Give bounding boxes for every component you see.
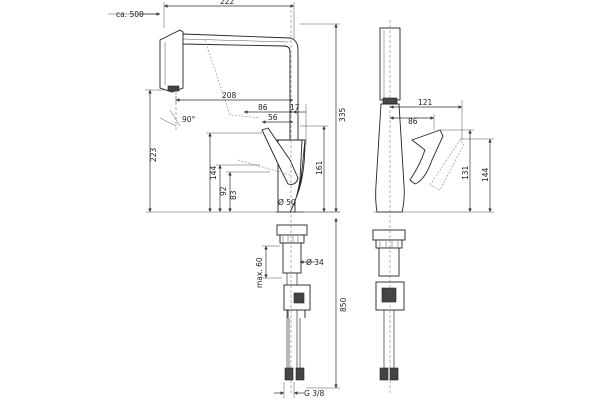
side-view	[372, 20, 465, 395]
spray-head	[159, 29, 184, 93]
dim-17: 17	[290, 103, 300, 112]
dim-angle: 90°	[182, 115, 196, 124]
dim-161: 161	[315, 160, 324, 175]
side-lever-ghost	[429, 139, 465, 191]
dim-92: 92	[219, 186, 228, 196]
dim-83: 83	[229, 190, 238, 200]
dim-335: 335	[338, 107, 347, 122]
dim-223: 223	[149, 147, 158, 162]
dim-86b: 86	[408, 117, 418, 126]
dim-144a: 144	[209, 165, 218, 180]
dim-86a: 86	[258, 103, 268, 112]
dim-121: 121	[418, 98, 433, 107]
dim-max60: max. 60	[255, 257, 264, 288]
dim-144b: 144	[481, 167, 490, 182]
front-view	[159, 10, 311, 395]
dim-208: 208	[222, 91, 237, 100]
dim-diameter-34: Ø 34	[306, 258, 324, 267]
spout	[182, 33, 299, 141]
front-dimensions: ca. 500 222 335 208 86 17 56 223 90°	[108, 0, 348, 398]
side-dimensions: 121 86 131 144	[374, 98, 494, 213]
spout-rotation-ghost	[204, 39, 261, 119]
dim-g38: G 3/8	[304, 389, 324, 398]
dim-850: 850	[339, 297, 348, 312]
side-spray-head	[379, 27, 401, 101]
dim-diameter-50: Ø 50	[278, 198, 296, 207]
dim-ca500: ca. 500	[116, 10, 144, 19]
mounting-assembly	[276, 224, 311, 381]
lever-handle	[261, 127, 299, 185]
dim-131: 131	[461, 165, 470, 180]
dim-56: 56	[268, 113, 278, 122]
dim-222: 222	[220, 0, 235, 6]
side-lever	[409, 129, 444, 185]
